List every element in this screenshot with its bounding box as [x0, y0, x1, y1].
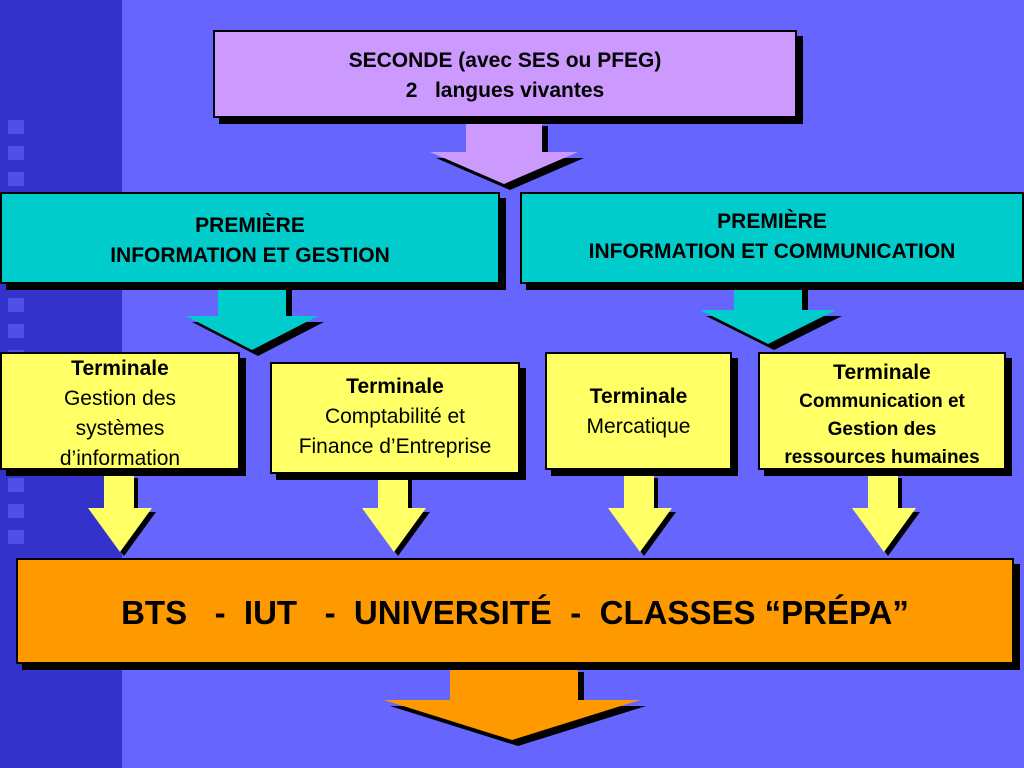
- seconde-subtitle: 2 langues vivantes: [405, 79, 605, 102]
- arrow-bts-down: [384, 666, 646, 746]
- terminale-cgrh-line: Gestion des: [827, 419, 937, 440]
- terminale-cfe-box: Terminale Comptabilité et Finance d’Entr…: [270, 362, 520, 474]
- arrow-terminale-4-down: [852, 474, 920, 556]
- premiere-ic-box: PREMIÈRE INFORMATION ET COMMUNICATION: [520, 192, 1024, 284]
- seconde-title: SECONDE (avec SES ou PFEG): [348, 49, 662, 72]
- terminale-gsi-box: Terminale Gestion des systèmes d’informa…: [0, 352, 240, 470]
- arrow-seconde-down: [430, 120, 584, 190]
- premiere-ic-subtitle: INFORMATION ET COMMUNICATION: [588, 240, 956, 263]
- terminale-gsi-title: Terminale: [71, 357, 169, 380]
- terminale-cfe-line: Finance d’Entreprise: [298, 435, 492, 458]
- premiere-ig-box: PREMIÈRE INFORMATION ET GESTION: [0, 192, 500, 284]
- bts-iut-banner: BTS - IUT - UNIVERSITÉ - CLASSES “PRÉPA”: [16, 558, 1014, 664]
- arrow-terminale-1-down: [88, 474, 156, 556]
- terminale-mercatique-box: Terminale Mercatique: [545, 352, 732, 470]
- terminale-mercatique-title: Terminale: [589, 385, 688, 408]
- terminale-cgrh-title: Terminale: [833, 361, 931, 384]
- terminale-gsi-line: Gestion des: [63, 387, 177, 410]
- terminale-cfe-line: Comptabilité et: [324, 405, 466, 428]
- premiere-ic-title: PREMIÈRE: [717, 210, 827, 233]
- seconde-box: SECONDE (avec SES ou PFEG) 2 langues viv…: [213, 30, 797, 118]
- arrow-premiere-ic-down: [700, 284, 842, 350]
- terminale-cfe-title: Terminale: [346, 375, 444, 398]
- arrow-terminale-2-down: [362, 474, 430, 556]
- arrow-terminale-3-down: [608, 474, 676, 556]
- terminale-cgrh-line: ressources humaines: [784, 447, 980, 468]
- terminale-mercatique-line: Mercatique: [586, 415, 691, 438]
- terminale-gsi-line: systèmes: [75, 417, 165, 440]
- terminale-gsi-line: d’information: [59, 447, 181, 470]
- terminale-cgrh-line: Communication et: [799, 391, 965, 412]
- terminale-cgrh-box: Terminale Communication et Gestion des r…: [758, 352, 1006, 470]
- arrow-premiere-ig-down: [186, 284, 324, 356]
- premiere-ig-title: PREMIÈRE: [195, 214, 305, 237]
- premiere-ig-subtitle: INFORMATION ET GESTION: [110, 244, 390, 267]
